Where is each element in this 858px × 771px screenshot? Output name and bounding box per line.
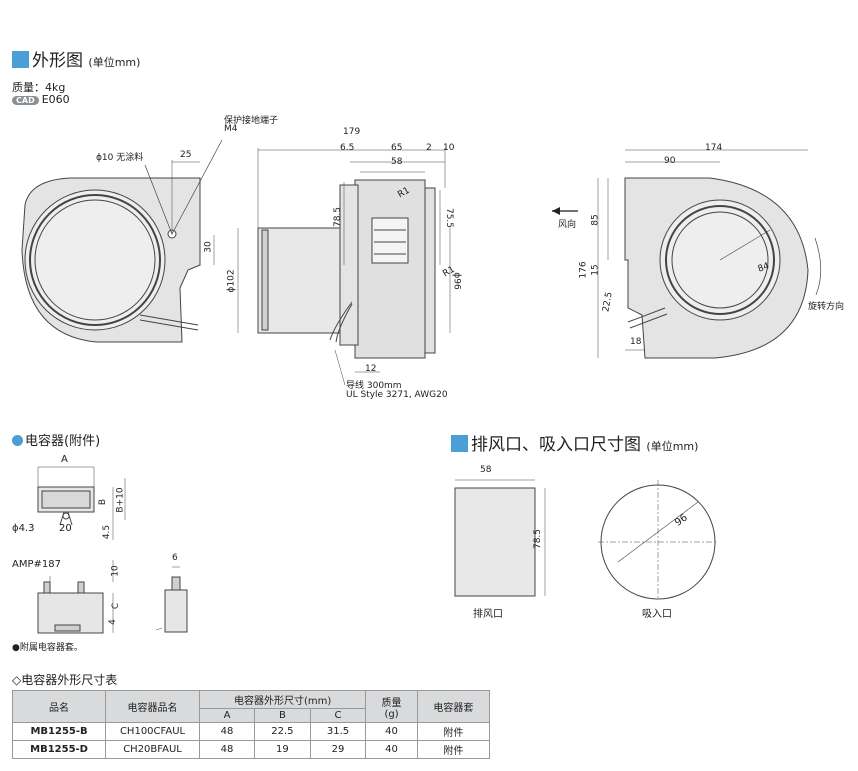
- side-view: [237, 148, 451, 386]
- th-mass-unit: (g): [384, 708, 399, 720]
- intake-label: 吸入口: [642, 609, 672, 620]
- cad-badge: CAD: [12, 96, 39, 105]
- terminal-m4: M4: [224, 124, 238, 134]
- cap-phi4-3: ϕ4.3: [12, 523, 35, 534]
- table-subheader-row: A B C: [13, 708, 490, 723]
- ul-label: UL Style 3271, AWG20: [346, 390, 448, 400]
- table-row: MB1255-B CH100CFAUL 48 22.5 31.5 40 附件: [11, 722, 491, 741]
- cap-dim-10: 10: [110, 565, 121, 577]
- cap-dim-20: 20: [59, 523, 72, 534]
- outline-title-row: 外形图 (单位mm): [12, 46, 140, 71]
- section-square-icon: [12, 51, 29, 68]
- cell-b: 22.5: [254, 722, 311, 741]
- cell-model: MB1255-B: [11, 722, 107, 741]
- section-square-icon: [451, 435, 468, 452]
- outline-unit: (单位mm): [88, 56, 141, 69]
- th-cap-model: 电容器品名: [105, 690, 200, 723]
- th-mass-label: 质量: [381, 697, 402, 709]
- ports-title-row: 排风口、吸入口尺寸图 (单位mm): [451, 430, 698, 455]
- dim-90: 90: [664, 156, 676, 166]
- cell-mass: 40: [365, 740, 418, 759]
- cap-dim-4: 4: [107, 619, 118, 625]
- th-a: A: [198, 708, 256, 723]
- capacitor-table: 品名 电容器品名 电容器外形尺寸(mm) 质量 (g) 电容器套 A B C M…: [11, 690, 491, 759]
- cap-dim-b10: B+10: [115, 487, 126, 513]
- ports-drawing: [454, 479, 718, 600]
- capacitor-title-row: 电容器(附件): [12, 430, 100, 449]
- outline-title: 外形图: [32, 51, 83, 71]
- dim-58: 58: [391, 157, 403, 167]
- th-b: B: [254, 708, 311, 723]
- phi96-label: ϕ96: [451, 272, 462, 290]
- cell-c: 29: [309, 740, 367, 759]
- dim-85: 85: [590, 214, 601, 226]
- rotation-label: 旋转方向: [808, 302, 845, 312]
- dim-179: 179: [343, 127, 361, 137]
- cell-cap: CH20BFAUL: [105, 740, 200, 759]
- cap-note: ●附属电容器套。: [12, 643, 83, 653]
- dim-18: 18: [630, 337, 642, 347]
- cell-mass: 40: [365, 722, 418, 741]
- cap-dim-4-5: 4.5: [102, 524, 113, 540]
- dim-176: 176: [578, 261, 589, 279]
- dim-25: 25: [180, 150, 192, 160]
- dim-75-5: 75.5: [444, 207, 455, 229]
- table-title: ◇电容器外形尺寸表: [12, 673, 118, 687]
- th-cover: 电容器套: [416, 690, 491, 723]
- cell-model: MB1255-D: [11, 740, 107, 759]
- phi102-label: ϕ102: [226, 269, 237, 293]
- outline-drawing: [21, 139, 822, 386]
- capacitor-title: 电容器(附件): [25, 434, 101, 449]
- cap-amp: AMP#187: [12, 559, 61, 570]
- table-header-row: 品名 电容器品名 电容器外形尺寸(mm) 质量 (g) 电容器套: [11, 690, 491, 723]
- th-c: C: [309, 708, 367, 723]
- th-model: 品名: [11, 690, 107, 723]
- ports-unit: (单位mm): [646, 440, 699, 453]
- exhaust-label: 排风口: [473, 609, 503, 620]
- airflow-label: 风向: [558, 220, 577, 230]
- dim-78-5: 78.5: [333, 206, 344, 228]
- cap-dim-6: 6: [172, 553, 178, 563]
- cap-dim-b: B: [98, 498, 109, 506]
- dim-174: 174: [705, 143, 723, 153]
- dim-30: 30: [203, 241, 214, 253]
- exhaust-dim-58: 58: [480, 465, 492, 475]
- cell-cover: 附件: [416, 740, 491, 759]
- front-view: [21, 139, 223, 343]
- mass-text: 质量：4kg: [12, 81, 66, 94]
- cell-b: 19: [254, 740, 311, 759]
- table-row: MB1255-D CH20BFAUL 48 19 29 40 附件: [11, 740, 491, 759]
- cap-dim-c: C: [111, 602, 122, 610]
- terminal-label: 保护接地端子: [224, 116, 279, 126]
- cell-a: 48: [198, 722, 256, 741]
- cad-code: E060: [41, 93, 70, 106]
- cell-cover: 附件: [416, 722, 491, 741]
- back-view: [552, 149, 822, 359]
- phi10-label: ϕ10 无涂料: [96, 153, 144, 163]
- dim-10: 10: [443, 143, 455, 153]
- lead-label: 导线 300mm: [346, 381, 402, 391]
- th-mass: 质量 (g): [365, 690, 418, 723]
- exhaust-dim-78-5: 78.5: [533, 528, 544, 550]
- dim-65: 65: [391, 143, 403, 153]
- dim-12: 12: [365, 364, 377, 374]
- dim-6-5: 6.5: [340, 143, 355, 153]
- cell-cap: CH100CFAUL: [105, 722, 200, 741]
- dim-15: 15: [590, 264, 601, 276]
- th-dims: 电容器外形尺寸(mm): [198, 690, 367, 709]
- capacitor-drawing: [37, 466, 188, 634]
- ports-title: 排风口、吸入口尺寸图: [471, 435, 641, 455]
- cell-a: 48: [198, 740, 256, 759]
- cap-dim-a: A: [61, 454, 68, 465]
- section-dot-icon: [12, 435, 23, 446]
- dim-2: 2: [426, 143, 432, 153]
- cell-c: 31.5: [309, 722, 367, 741]
